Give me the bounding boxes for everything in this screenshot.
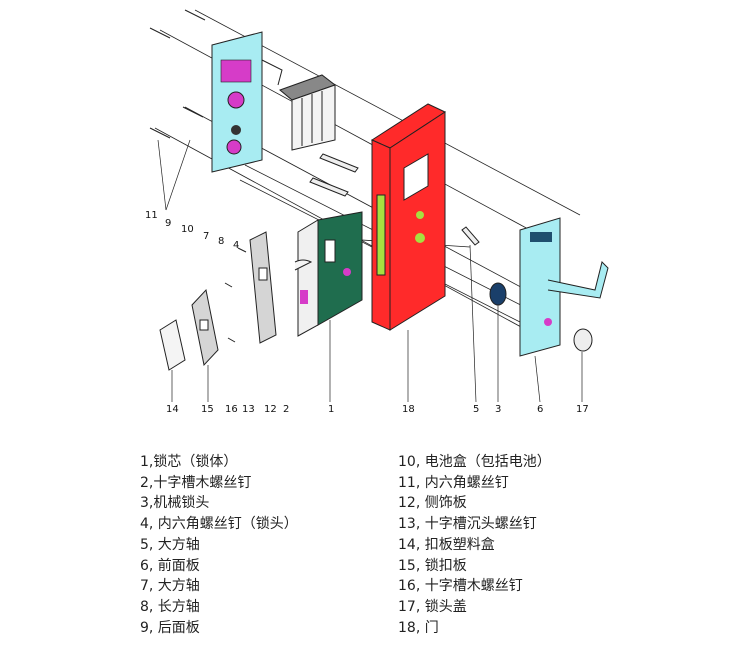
large-square-shaft-5 bbox=[461, 226, 480, 246]
legend-item: 9, 后面板 bbox=[140, 619, 200, 636]
callout-11: 11 bbox=[145, 210, 158, 221]
large-square-shaft-7 bbox=[309, 177, 349, 197]
exploded-lock-diagram bbox=[149, 9, 609, 403]
callout-17: 17 bbox=[576, 404, 589, 415]
legend-item: 17, 锁头盖 bbox=[398, 598, 467, 615]
legend-item: 3,机械锁头 bbox=[140, 495, 210, 512]
legend-item: 16, 十字槽木螺丝钉 bbox=[398, 578, 523, 595]
legend-item: 10, 电池盒（包括电池） bbox=[398, 454, 551, 470]
callout-4: 4 bbox=[233, 240, 240, 251]
callout-14: 14 bbox=[166, 404, 179, 415]
callout-16: 16 bbox=[225, 404, 238, 415]
side-trim-plate bbox=[249, 231, 277, 344]
legend-item: 11, 内六角螺丝钉 bbox=[398, 474, 509, 491]
strike-plate bbox=[191, 288, 219, 367]
legend-item: 12, 侧饰板 bbox=[398, 495, 467, 512]
door bbox=[370, 103, 447, 331]
legend-item: 18, 门 bbox=[398, 619, 439, 636]
callout-5: 5 bbox=[473, 404, 480, 415]
callout-1: 1 bbox=[328, 404, 335, 415]
battery-box bbox=[279, 74, 337, 151]
mechanical-lock-cylinder bbox=[489, 282, 507, 306]
legend-item: 6, 前面板 bbox=[140, 557, 200, 574]
legend-left-column: 1,锁芯（锁体） 2,十字槽木螺丝钉 3,机械锁头 4, 内六角螺丝钉（锁头） … bbox=[140, 452, 298, 638]
legend-item: 5, 大方轴 bbox=[140, 536, 200, 553]
misc-screws bbox=[224, 247, 247, 343]
legend-item: 4, 内六角螺丝钉（锁头） bbox=[140, 516, 298, 533]
callout-8: 8 bbox=[218, 236, 225, 247]
callout-15: 15 bbox=[201, 404, 214, 415]
strike-plastic-box bbox=[159, 319, 186, 371]
callout-2: 2 bbox=[283, 404, 290, 415]
cylinder-cover bbox=[573, 328, 593, 352]
callout-7: 7 bbox=[203, 231, 210, 242]
callout-10: 10 bbox=[181, 224, 194, 235]
callout-12: 12 bbox=[264, 404, 277, 415]
hex-screw-11 bbox=[149, 9, 206, 139]
legend-item: 7, 大方轴 bbox=[140, 578, 200, 595]
legend-right-column: 10, 电池盒（包括电池） 11, 内六角螺丝钉 12, 侧饰板 13, 十字槽… bbox=[398, 452, 551, 638]
callout-9: 9 bbox=[165, 218, 172, 229]
legend-item: 13, 十字槽沉头螺丝钉 bbox=[398, 516, 537, 533]
callout-18: 18 bbox=[402, 404, 415, 415]
back-panel bbox=[211, 31, 283, 173]
long-square-shaft bbox=[319, 153, 359, 173]
callout-13: 13 bbox=[242, 404, 255, 415]
legend-item: 8, 长方轴 bbox=[140, 598, 200, 615]
callout-6: 6 bbox=[537, 404, 544, 415]
callout-leaders bbox=[157, 139, 583, 403]
legend-item: 15, 锁扣板 bbox=[398, 557, 467, 574]
legend-item: 14, 扣板塑料盒 bbox=[398, 536, 495, 553]
callout-3: 3 bbox=[495, 404, 502, 415]
legend-item: 2,十字槽木螺丝钉 bbox=[140, 474, 252, 491]
legend-item: 1,锁芯（锁体） bbox=[140, 454, 238, 470]
front-panel bbox=[519, 217, 609, 357]
lock-body bbox=[294, 211, 363, 337]
